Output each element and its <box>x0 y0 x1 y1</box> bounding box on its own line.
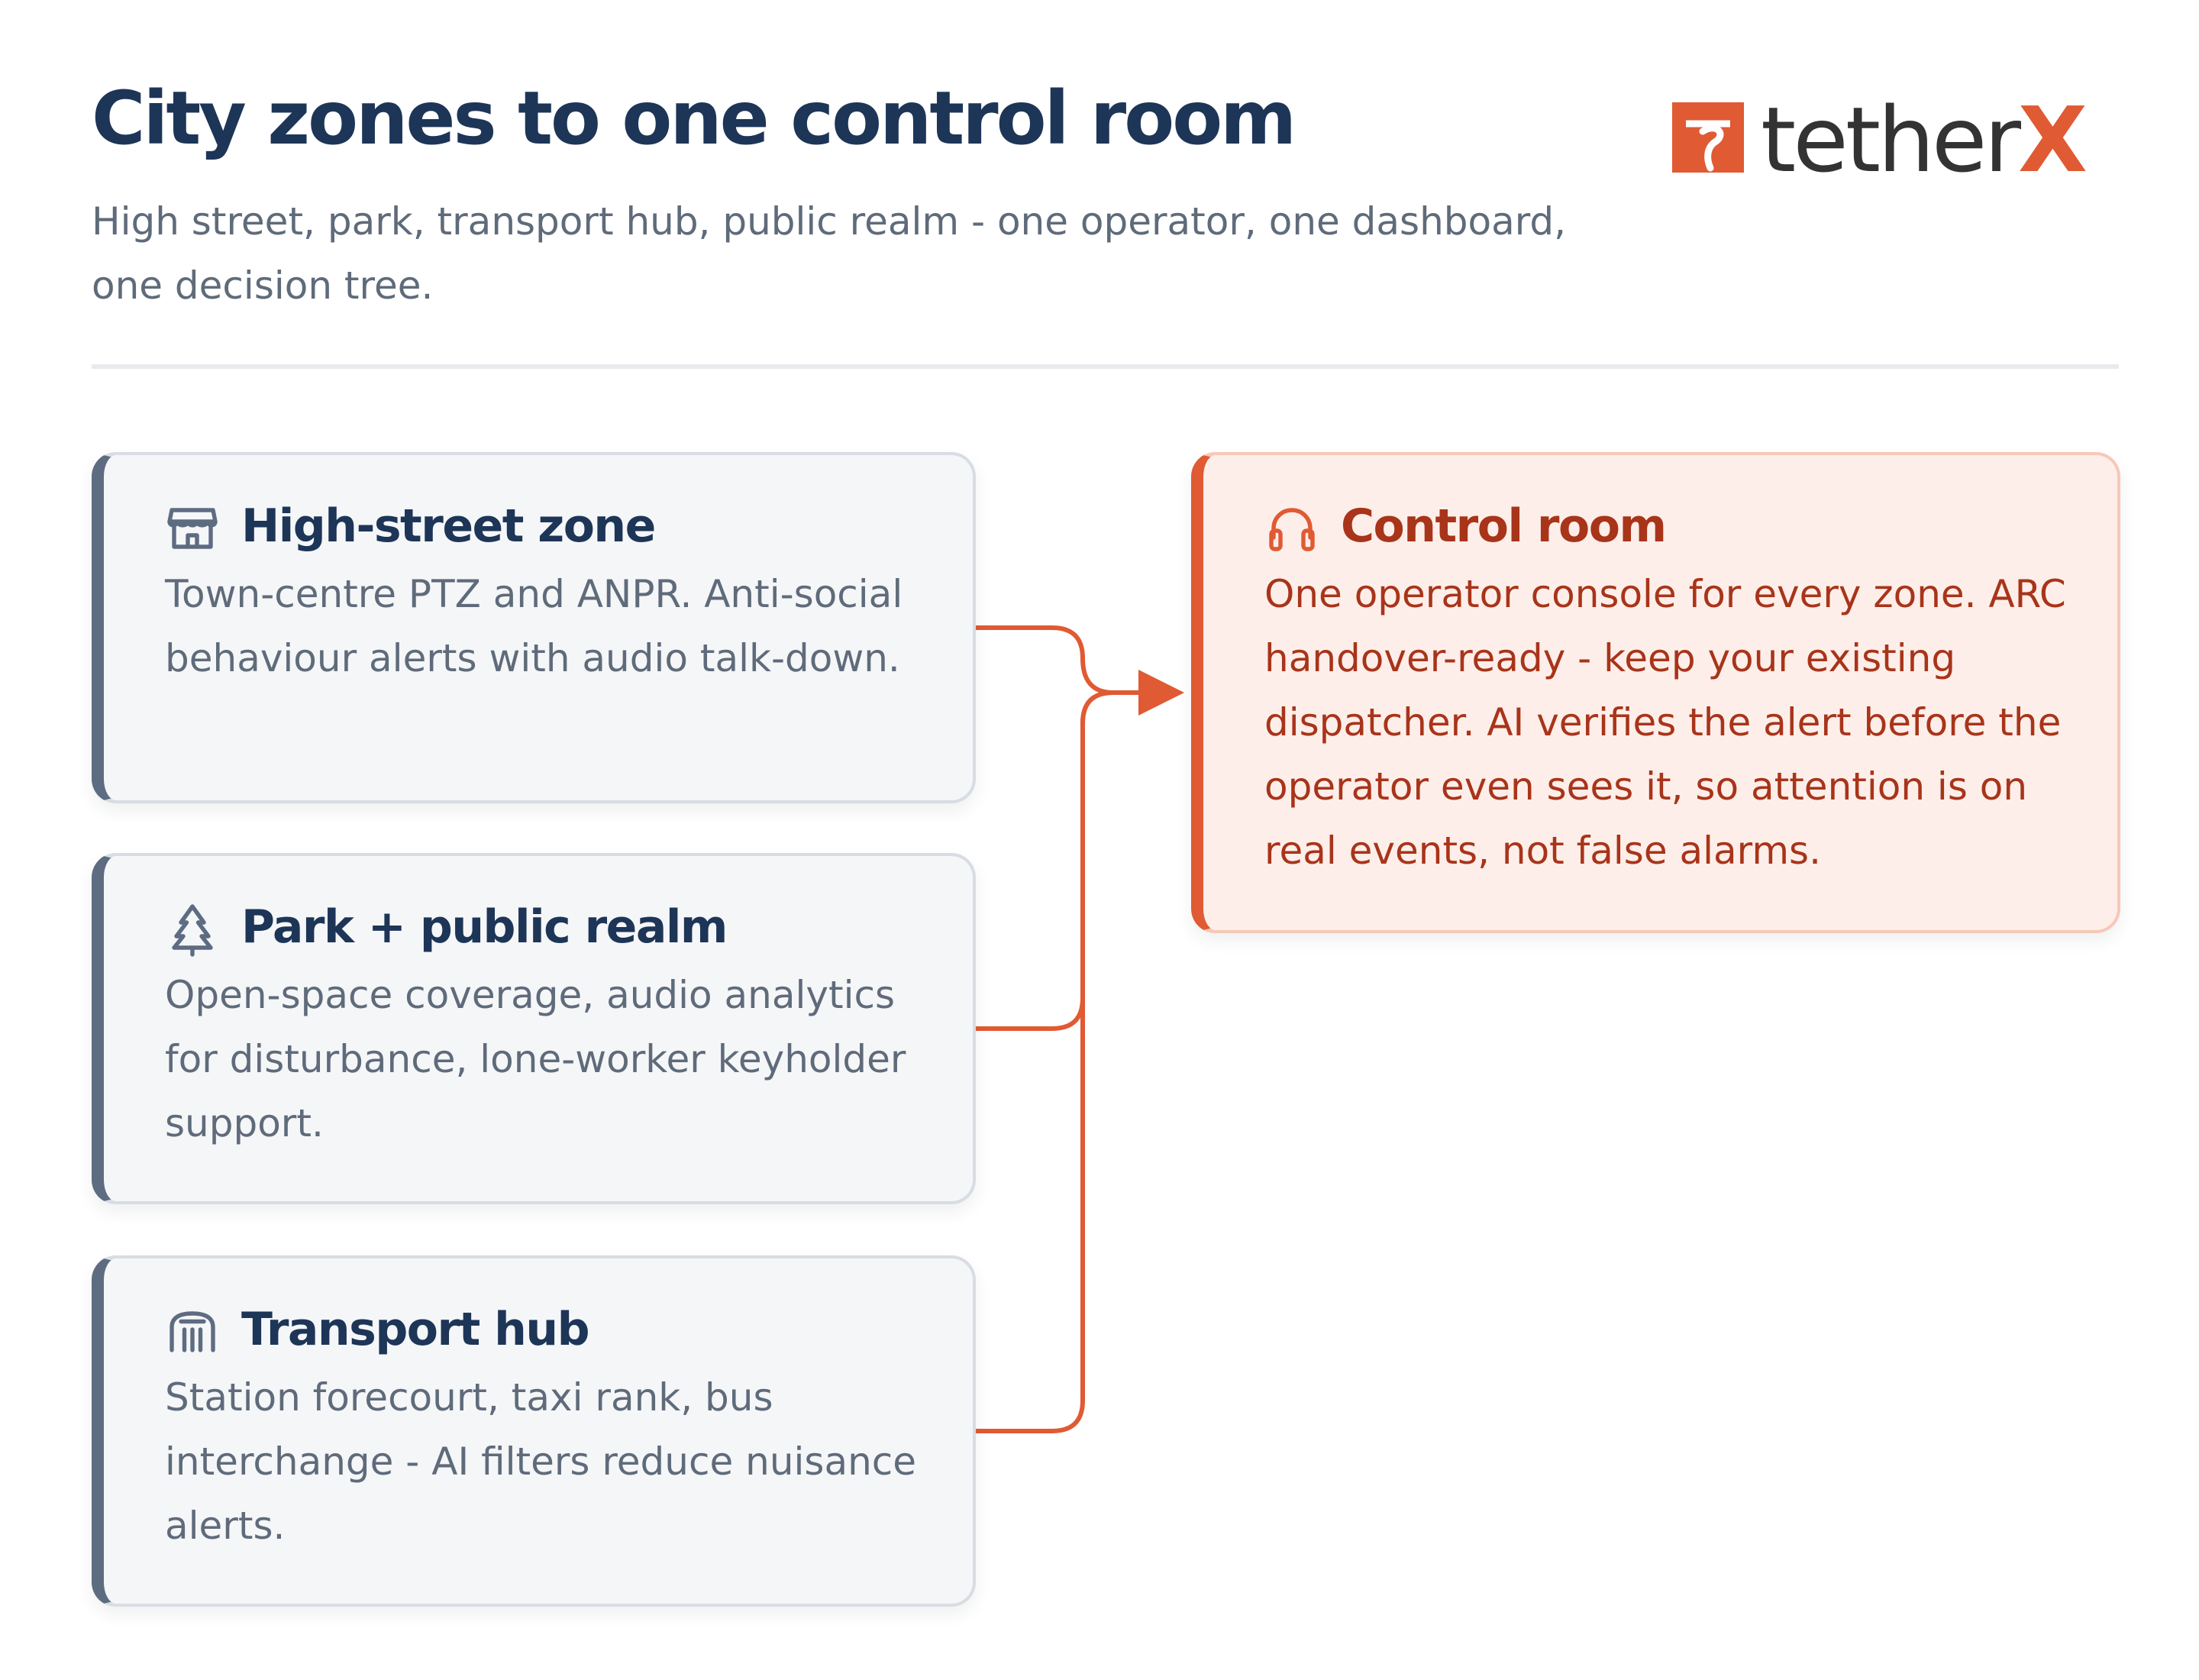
headphones-icon <box>1269 508 1315 551</box>
zone-title: Park + public realm <box>241 900 728 954</box>
zone-card-park: Park + public realm Open-space coverage,… <box>92 853 976 1204</box>
zone-card-high-street: High-street zone Town-centre PTZ and ANP… <box>92 452 976 803</box>
connector-transport <box>976 690 1114 1433</box>
logo-text-main: tether <box>1761 92 2022 182</box>
zone-card-transport: Transport hub Station forecourt, taxi ra… <box>92 1255 976 1607</box>
logo-text-accent: X <box>2018 92 2086 182</box>
page-title: City zones to one control room <box>92 76 1296 161</box>
tetherx-mark-icon <box>1672 102 1744 173</box>
zone-description: Station forecourt, taxi rank, bus interc… <box>165 1375 917 1548</box>
connector-park <box>976 690 1114 1031</box>
zone-description: Town-centre PTZ and ANPR. Anti-social be… <box>165 572 903 680</box>
zone-description: Open-space coverage, audio analytics for… <box>165 973 906 1145</box>
zone-title: High-street zone <box>241 499 656 553</box>
page-subtitle: High street, park, transport hub, public… <box>92 199 1567 308</box>
storefront-icon <box>167 508 218 549</box>
logo-wordmark: tetherX <box>1761 92 2086 182</box>
header-divider <box>92 364 2119 369</box>
tetherx-logo: tetherX <box>1672 92 2089 182</box>
zone-title: Transport hub <box>241 1303 590 1356</box>
control-room-description: One operator console for every zone. ARC… <box>1264 572 2066 873</box>
control-room-title: Control room <box>1341 499 1667 553</box>
tree-icon <box>172 904 213 957</box>
train-icon <box>170 1311 215 1352</box>
control-room-card: Control room One operator console for ev… <box>1191 452 2120 933</box>
connector-high-street <box>976 625 1184 716</box>
